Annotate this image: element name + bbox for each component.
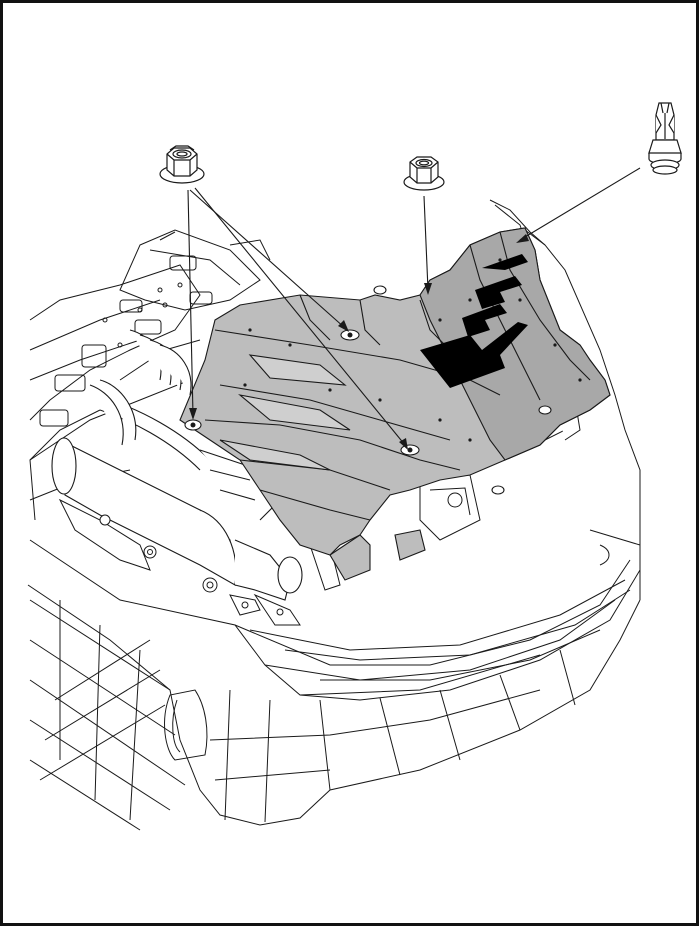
splash-shield-panel xyxy=(179,227,611,581)
lower-left-bracket-hardware xyxy=(58,498,301,626)
callout-arrowheads xyxy=(189,234,529,450)
direction-arrow-icon xyxy=(420,254,528,388)
exhaust-catalytic-converter xyxy=(51,329,303,601)
callout-leader-lines xyxy=(187,167,641,446)
flange-nut-icon xyxy=(159,145,205,184)
flange-nut-icon xyxy=(403,156,445,191)
push-pin-icon xyxy=(648,102,682,175)
